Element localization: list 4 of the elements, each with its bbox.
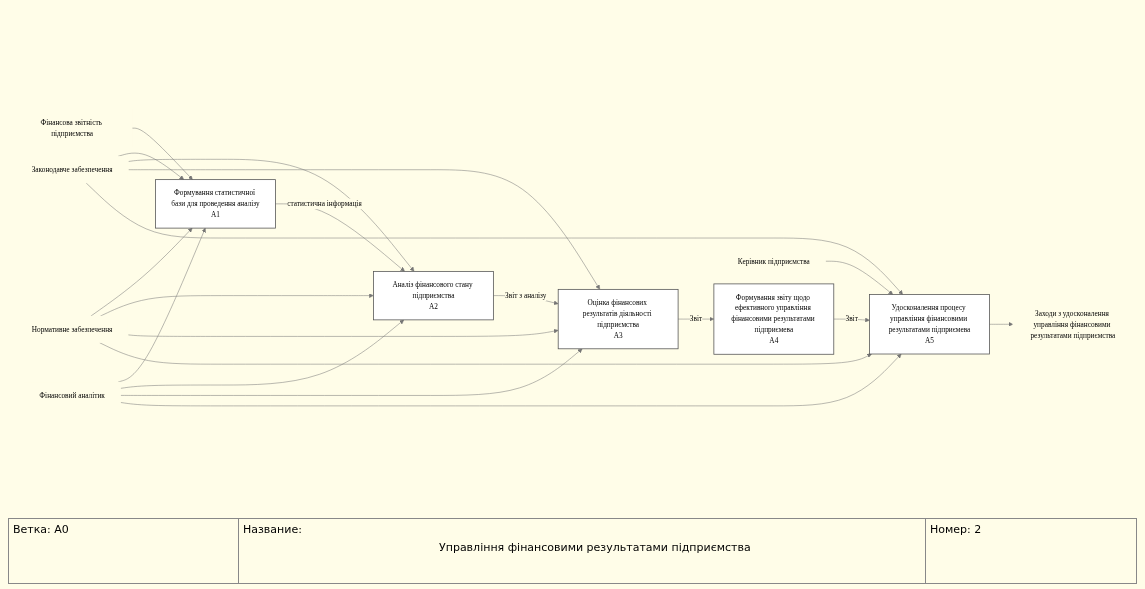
diagram-name: Управління фінансовими результатами підприємства bbox=[439, 541, 751, 554]
node-number-label: Ветка: А0 bbox=[13, 523, 69, 536]
page-number-label: Номер: 2 bbox=[930, 523, 982, 536]
name-label: Название: bbox=[243, 523, 302, 536]
